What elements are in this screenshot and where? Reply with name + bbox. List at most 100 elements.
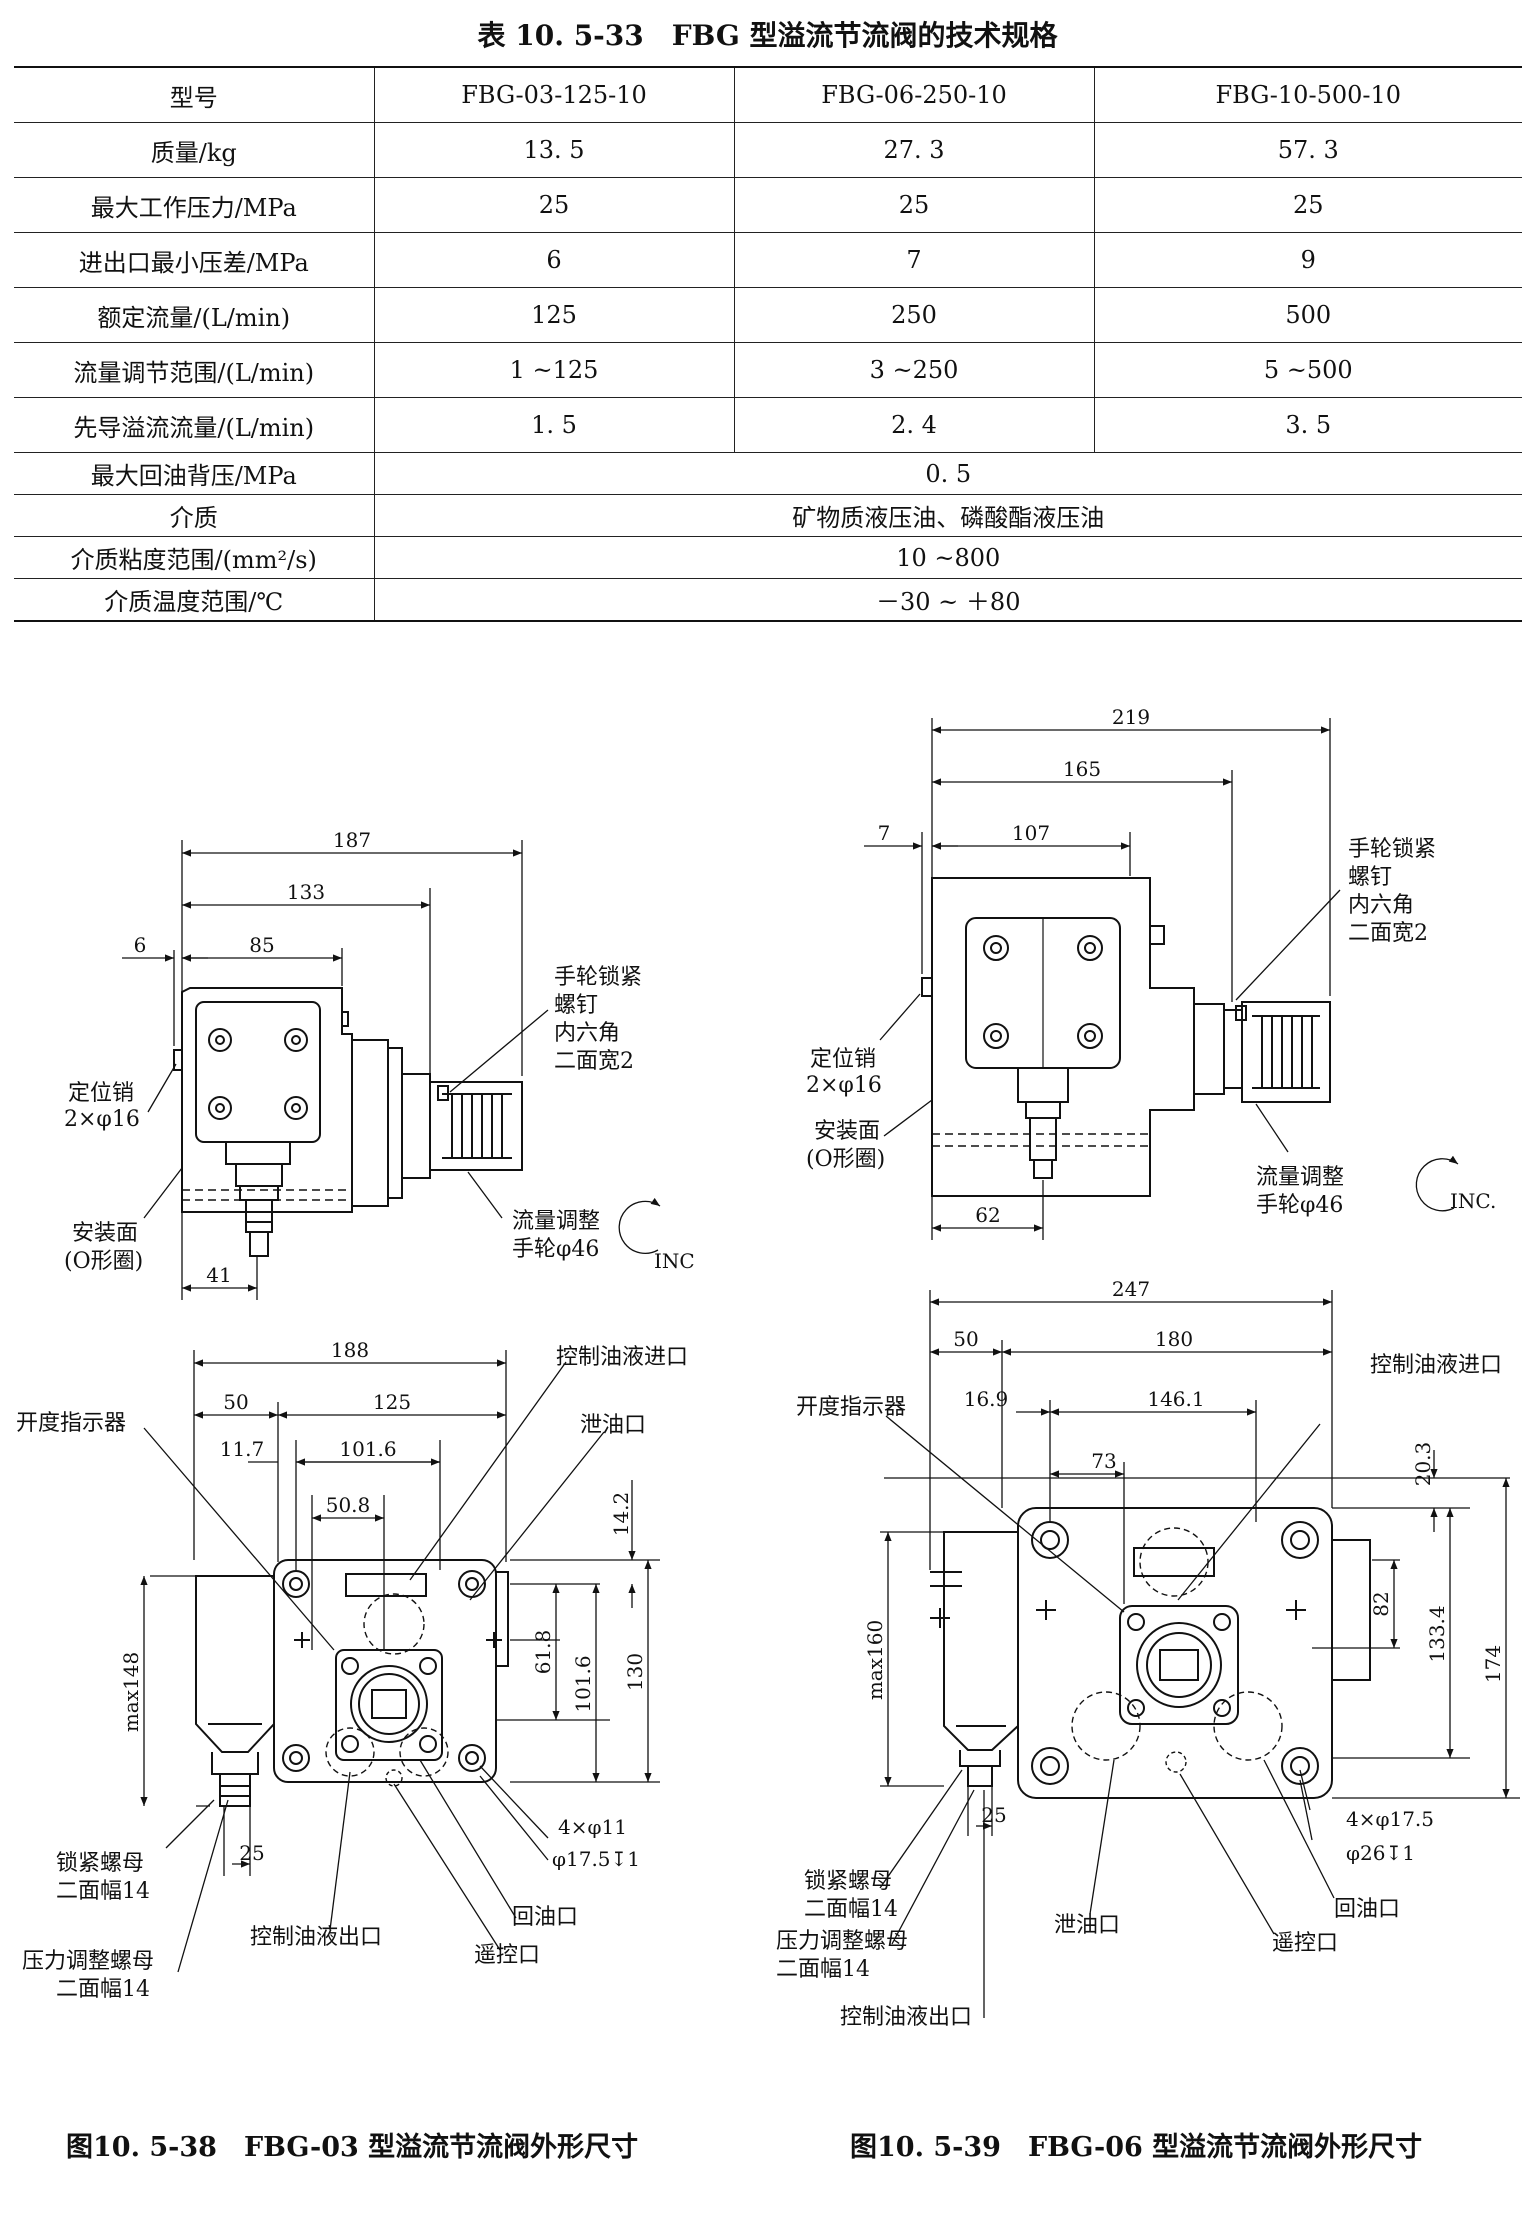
fig38-label-pressure-nut-width: 二面幅14 xyxy=(56,1977,150,2002)
fig38-dim-25: 25 xyxy=(239,1841,264,1865)
fig39-dim-20-3: 20.3 xyxy=(1411,1442,1435,1487)
spec-value: 3 ~250 xyxy=(733,342,1094,398)
spec-value: 0. 5 xyxy=(373,452,1522,495)
fig38-top-dims xyxy=(140,1350,660,1973)
spec-value: 7 xyxy=(733,232,1094,288)
fig38-label-lock-nut: 锁紧螺母 xyxy=(56,1851,144,1876)
fig39-label-lock-nut-width: 二面幅14 xyxy=(804,1897,898,1922)
fig38-label-pin-size: 2×φ16 xyxy=(64,1107,140,1132)
fig38-dim-130: 130 xyxy=(623,1653,647,1691)
table-title: 表 10. 5-33 FBG 型溢流节流阀的技术规格 xyxy=(477,19,1058,52)
fig39-label-counterbore: φ26↧1 xyxy=(1346,1841,1415,1865)
fig39-top-dims xyxy=(879,1290,1520,2018)
fig38-label-return: 回油口 xyxy=(512,1905,578,1930)
fig38-dim-6: 6 xyxy=(134,933,147,957)
fig39-top-text: 247 50 180 16.9 146.1 73 20.3 82 133.4 1… xyxy=(776,1277,1505,2030)
fig39-label-pressure-nut-width: 二面幅14 xyxy=(776,1957,870,1982)
spec-value: 9 xyxy=(1093,232,1522,288)
fig38-label-counterbore: φ17.5↧1 xyxy=(552,1847,640,1871)
spec-row: 介质粘度范围/(mm²/s)10 ~800 xyxy=(14,536,1522,579)
spec-row: 介质矿物质液压油、磷酸酯液压油 xyxy=(14,494,1522,537)
fig39-dim-165: 165 xyxy=(1063,757,1101,781)
spec-value: 10 ~800 xyxy=(373,536,1522,579)
fig39-label-inc: INC. xyxy=(1450,1189,1496,1213)
spec-value: －30 ~ ＋80 xyxy=(373,578,1522,622)
fig39-dim-max160: max160 xyxy=(863,1620,887,1700)
fig39-side-dims xyxy=(864,718,1459,1240)
fig38-dim-61-8: 61.8 xyxy=(531,1630,555,1675)
spec-param-label: 进出口最小压差/MPa xyxy=(14,232,374,288)
fig39-label-flow-adjust: 流量调整 xyxy=(1256,1165,1344,1190)
fig39-label-pin-size: 2×φ16 xyxy=(806,1073,882,1098)
fig39-dim-247: 247 xyxy=(1112,1277,1150,1301)
spec-param-label: 介质粘度范围/(mm²/s) xyxy=(14,536,374,579)
fig38-label-indicator: 开度指示器 xyxy=(16,1411,126,1436)
fig38-label-flow-adjust: 流量调整 xyxy=(512,1209,600,1234)
fig39-label-oring: (O形圈) xyxy=(806,1147,885,1172)
fig39-dim-73: 73 xyxy=(1091,1449,1116,1473)
fig38-dim-max148: max148 xyxy=(119,1652,143,1732)
fig38-label-drain: 泄油口 xyxy=(580,1413,646,1438)
fig39-dim-107: 107 xyxy=(1012,821,1050,845)
fig39-label-pin: 定位销 xyxy=(810,1047,876,1072)
fig38-label-width: 二面宽2 xyxy=(554,1049,634,1074)
fig39-dim-50: 50 xyxy=(953,1327,978,1351)
spec-value: 25 xyxy=(1093,177,1522,233)
fig39-side-view xyxy=(921,877,1331,1197)
fig38-caption: 图10. 5-38 FBG-03 型溢流节流阀外形尺寸 xyxy=(66,2132,639,2163)
fig39-label-wheel: 手轮φ46 xyxy=(1256,1193,1343,1218)
fig39-dim-16-9: 16.9 xyxy=(964,1387,1009,1411)
fig38-top-view xyxy=(195,1559,509,1807)
fig38-dim-85: 85 xyxy=(249,933,274,957)
spec-value: 3. 5 xyxy=(1093,397,1522,453)
fig38-side-text: 187 133 6 85 41 手轮锁紧 螺钉 内六角 二面宽2 定位销 2×φ… xyxy=(64,828,695,1287)
fig38-label-ctrl-out: 控制油液出口 xyxy=(250,1925,382,1950)
spec-value: 矿物质液压油、磷酸酯液压油 xyxy=(373,494,1522,537)
spec-value: 25 xyxy=(733,177,1094,233)
fig39-dim-62: 62 xyxy=(975,1203,1000,1227)
fig39-label-lock-nut: 锁紧螺母 xyxy=(804,1869,892,1894)
fig39-caption: 图10. 5-39 FBG-06 型溢流节流阀外形尺寸 xyxy=(850,2132,1423,2163)
fig39-label-lock-screw: 手轮锁紧 xyxy=(1348,837,1436,862)
spec-value: 27. 3 xyxy=(733,122,1094,178)
fig38-label-holes: 4×φ11 xyxy=(558,1815,627,1839)
fig38-dim-50-8: 50.8 xyxy=(326,1493,371,1517)
fig38-dim-14-2: 14.2 xyxy=(609,1492,633,1537)
fig38-dim-133: 133 xyxy=(287,880,325,904)
fig38-dim-101-6-v: 101.6 xyxy=(571,1655,595,1712)
fig39-label-ctrl-in: 控制油液进口 xyxy=(1370,1353,1502,1378)
spec-param-label: 先导溢流流量/(L/min) xyxy=(14,397,374,453)
fig39-dim-133-4: 133.4 xyxy=(1425,1605,1449,1662)
fig39-label-drain: 泄油口 xyxy=(1054,1913,1120,1938)
fig39-label-remote: 遥控口 xyxy=(1272,1931,1338,1956)
fig39-label-pressure-nut: 压力调整螺母 xyxy=(776,1929,908,1954)
fig38-dim-188: 188 xyxy=(331,1338,369,1362)
fig38-label-screw: 螺钉 xyxy=(554,993,598,1018)
fig39-top-view xyxy=(930,1507,1371,1799)
fig38-label-inc: INC xyxy=(654,1249,695,1273)
spec-value: 125 xyxy=(373,287,734,343)
fig38-label-remote: 遥控口 xyxy=(474,1943,540,1968)
spec-value: FBG-06-250-10 xyxy=(733,66,1094,123)
fig39-dim-174: 174 xyxy=(1481,1645,1505,1683)
fig39-label-screw: 螺钉 xyxy=(1348,865,1392,890)
fig38-dim-50: 50 xyxy=(223,1390,248,1414)
fig38-dim-41: 41 xyxy=(206,1263,231,1287)
spec-param-label: 型号 xyxy=(14,66,374,123)
fig38-label-oring: (O形圈) xyxy=(64,1249,143,1274)
fig38-label-mount: 安装面 xyxy=(72,1221,138,1246)
spec-param-label: 介质 xyxy=(14,494,374,537)
spec-value: 57. 3 xyxy=(1093,122,1522,178)
fig38-dim-187: 187 xyxy=(333,828,371,852)
fig39-label-hex: 内六角 xyxy=(1348,893,1414,918)
spec-value: 6 xyxy=(373,232,734,288)
spec-row: 介质温度范围/℃－30 ~ ＋80 xyxy=(14,578,1522,622)
